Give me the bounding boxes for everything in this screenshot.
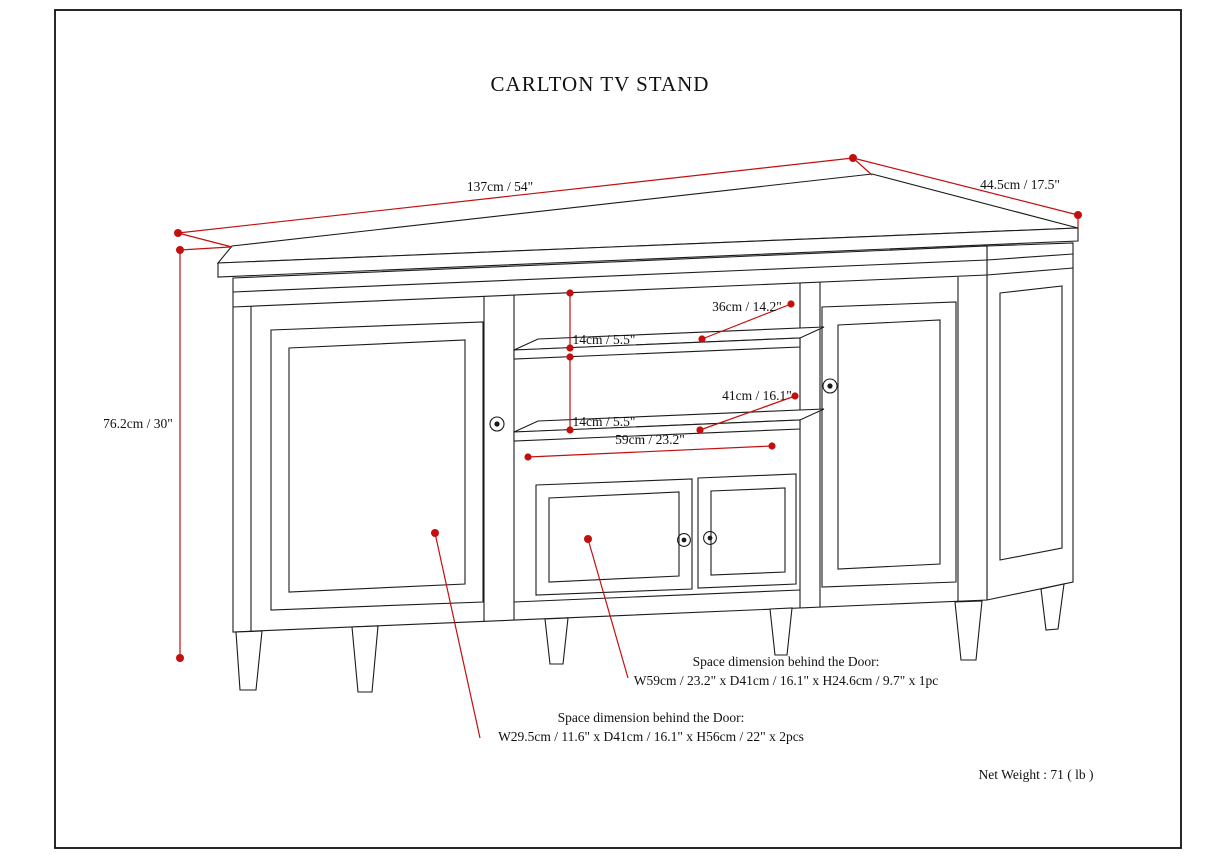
side-door-leader-line (434, 532, 481, 739)
width-extension-line (852, 157, 873, 176)
center-door-note-detail: W59cm / 23.2" x D41cm / 16.1" x H24.6cm … (634, 673, 939, 688)
middle-shelf-depth-line (699, 395, 796, 431)
leader-dot (431, 529, 439, 537)
lower-shelf-clearance-label: 14cm / 5.5" (573, 414, 636, 429)
overall-height-label: 76.2cm / 30" (103, 416, 173, 431)
center-opening-width-label: 59cm / 23.2" (615, 432, 685, 447)
middle-shelf-depth-label: 41cm / 16.1" (722, 388, 792, 403)
side-door-note-heading: Space dimension behind the Door: (558, 710, 745, 725)
dimension-dot (176, 654, 184, 662)
center-door-right-panel (710, 487, 786, 576)
molding-line-upper (232, 259, 988, 293)
tv-stand-drawing (216, 173, 1079, 693)
center-door-left-knob-center (681, 537, 687, 543)
dimension-dot (566, 344, 574, 352)
right-door (821, 301, 957, 588)
center-width-line (527, 445, 773, 458)
right-door-panel (837, 319, 941, 570)
width-dimension-line (177, 157, 854, 234)
dimension-dot (1074, 211, 1082, 219)
dimension-dot (566, 289, 574, 297)
dimension-dot (566, 426, 574, 434)
top-shelf-depth-label: 36cm / 14.2" (712, 299, 782, 314)
side-inset-panel (999, 285, 1063, 561)
dimension-dot (787, 300, 795, 308)
right-door-knob-center (827, 383, 833, 389)
center-door-note-heading: Space dimension behind the Door: (693, 654, 880, 669)
back-right-leg (1040, 583, 1065, 631)
left-door-knob (489, 416, 505, 432)
center-door-left-panel (548, 491, 680, 583)
dimension-annotations (174, 154, 1082, 739)
left-door (270, 321, 484, 611)
leader-dot (584, 535, 592, 543)
overall-depth-label: 44.5cm / 17.5" (980, 177, 1060, 192)
side-door-note-detail: W29.5cm / 11.6" x D41cm / 16.1" x H56cm … (498, 729, 804, 744)
dimension-dot (696, 426, 704, 434)
center-door-leader-line (587, 538, 629, 679)
center-door-right-knob-center (707, 535, 713, 541)
width-extension-line (177, 232, 233, 248)
depth-dimension-line (852, 157, 1079, 216)
upper-shelf-edge (513, 337, 801, 360)
dimension-dot (698, 335, 706, 343)
dimension-dot (791, 392, 799, 400)
height-extension-line (179, 246, 231, 251)
cabinet-front (232, 245, 988, 633)
side-molding-line (986, 253, 1074, 261)
side-molding-line (986, 267, 1074, 276)
center-door-right (697, 473, 797, 589)
left-door-panel (288, 339, 466, 593)
front-leg (351, 625, 379, 693)
bottom-rail-line (513, 589, 801, 603)
dimension-dot (768, 442, 776, 450)
left-door-knob-center (494, 421, 500, 427)
tabletop-front-edge (217, 227, 1079, 278)
dimension-dot (524, 453, 532, 461)
right-door-knob (822, 378, 838, 394)
overall-width-label: 137cm / 54" (467, 179, 533, 194)
center-leg (769, 607, 793, 656)
center-door-left (535, 478, 693, 596)
top-shelf-depth-line (701, 303, 792, 340)
center-leg (544, 617, 569, 665)
front-right-leg (954, 600, 983, 661)
lower-shelf-edge (513, 419, 801, 442)
dimension-dot (176, 246, 184, 254)
center-door-right-knob (703, 531, 717, 545)
upper-shelf-clearance-label: 14cm / 5.5" (573, 332, 636, 347)
net-weight-label: Net Weight : 71 ( lb ) (979, 767, 1094, 782)
center-door-left-knob (677, 533, 691, 547)
page-border (54, 9, 1182, 849)
page-title: CARLTON TV STAND (491, 72, 710, 96)
dimension-dot (174, 229, 182, 237)
dimension-dot (566, 353, 574, 361)
molding-line-lower (232, 274, 988, 308)
front-left-leg (235, 630, 263, 691)
